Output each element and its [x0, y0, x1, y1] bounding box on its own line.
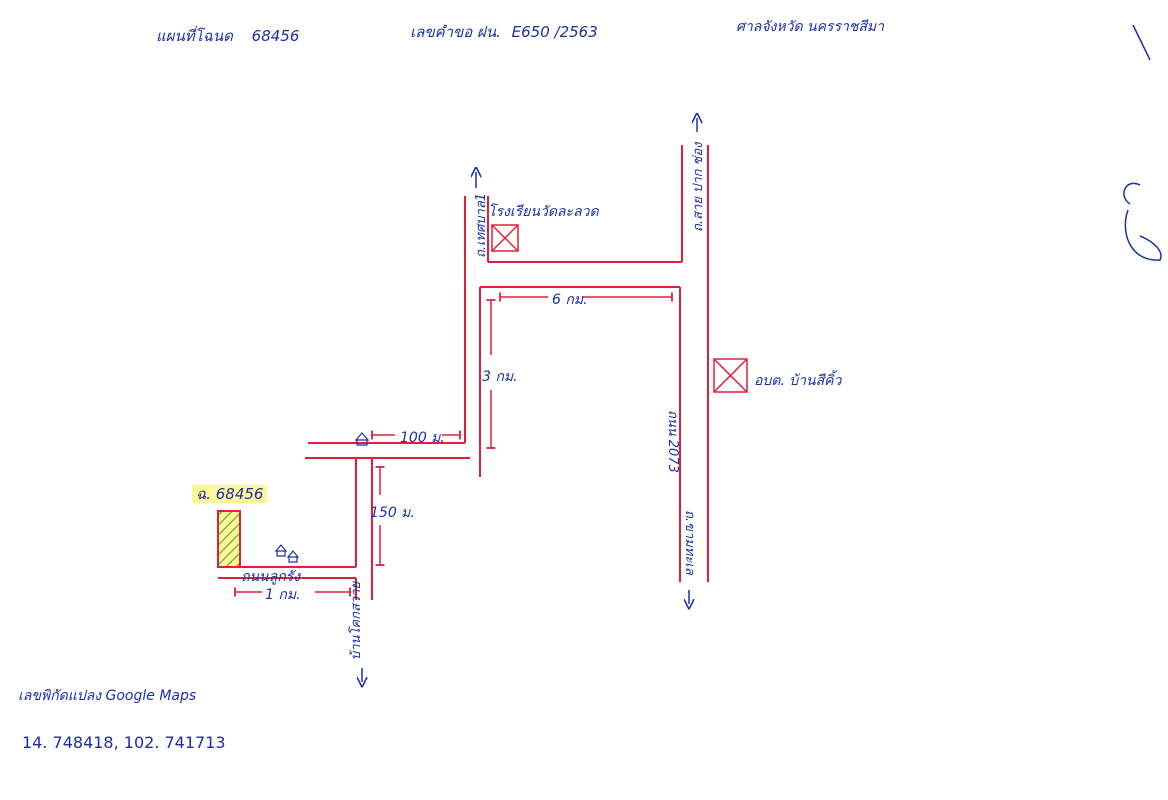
distance-short: 150 ม. [370, 505, 415, 521]
distance-top: 6 กม. [552, 292, 588, 308]
deed-number: 68456 [251, 27, 300, 45]
gps-coordinates: 14. 748418, 102. 741713 [22, 733, 226, 752]
margin-note: 2 [1116, 218, 1117, 219]
deed-label-text: แผนที่โฉนด [156, 27, 233, 45]
sao-marker [713, 358, 748, 393]
road-far-right-label: ถ.สาย ปาก ช่อง [691, 142, 706, 232]
school-marker [491, 224, 519, 252]
dimension-lines [234, 292, 673, 597]
school-label: โรงเรียนวัดละลวด [488, 204, 599, 220]
road-bottom-right-label: ถ.ขามทะเล [682, 510, 697, 575]
sao-label: อบต. บ้านสีคิ้ว [754, 373, 842, 389]
parcel-label-text: ฉ. 68456 [192, 485, 268, 503]
village-label: บ้านโคกสวาย [349, 581, 364, 660]
road-2073-label: ถนน 2073 [665, 410, 680, 473]
roads [218, 145, 709, 600]
deed-label: แผนที่โฉนด 68456 [156, 24, 299, 48]
distance-bottom: 1 กม. [265, 587, 301, 603]
distance-middle: 100 ม. [400, 430, 445, 446]
distance-vertical: 3 กม. [482, 369, 518, 385]
court-office: ศาลจังหวัด นครราชสีมา [736, 19, 884, 35]
request-label: เลขคำขอ ฝน. E650 /2563 [410, 20, 598, 44]
margin-glyph [1123, 182, 1162, 261]
road-bottom-label: ถนนลูกรัง [241, 569, 301, 585]
gps-label: เลขพิกัดแปลง Google Maps [18, 688, 197, 704]
parcel-label: ฉ. 68456 [192, 482, 268, 506]
direction-arrows [362, 118, 697, 682]
house-icon [354, 432, 370, 446]
house-icon [274, 544, 300, 563]
request-number: E650 /2563 [511, 23, 598, 41]
parcel-plot [217, 510, 241, 568]
request-label-text: เลขคำขอ ฝน. [410, 23, 501, 41]
page-corner-mark [1132, 24, 1151, 61]
page-mark: 1 [1128, 0, 1129, 1]
